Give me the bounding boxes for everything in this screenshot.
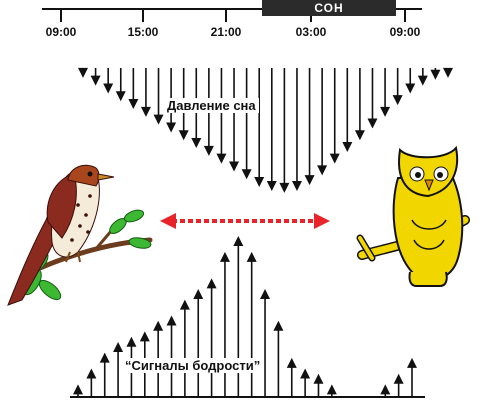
red-double-arrow-icon	[160, 213, 330, 229]
tick-label: 21:00	[210, 25, 242, 39]
wake-signal-arrow	[99, 352, 110, 397]
wake-signal-arrow	[326, 384, 337, 397]
sleep-pressure-arrow	[329, 68, 340, 164]
wake-signal-arrow	[300, 368, 311, 397]
wake-signal-arrow	[193, 289, 204, 397]
sleep-pressure-arrow	[266, 68, 277, 191]
thrush-bird-icon	[7, 164, 153, 306]
tick-label: 03:00	[295, 25, 327, 39]
wake-signal-arrow	[286, 357, 297, 397]
tick-label: 09:00	[389, 25, 421, 39]
sleep-pressure-arrow	[166, 68, 177, 133]
sleep-pressure-arrows	[78, 67, 453, 193]
sleep-pressure-arrow	[140, 68, 151, 117]
sleep-pressure-arrow	[380, 68, 391, 117]
sleep-pressure-arrow	[216, 68, 227, 164]
wake-signal-arrow	[113, 342, 124, 397]
sleep-pressure-arrow	[78, 67, 88, 78]
sleep-pressure-arrow	[317, 68, 328, 176]
sleep-pressure-arrow	[90, 68, 101, 86]
sleep-pressure-arrow	[254, 68, 265, 188]
sleep-pressure-arrow	[128, 68, 139, 110]
sleep-pressure-arrow	[115, 68, 126, 102]
sleep-pressure-arrow	[354, 68, 365, 141]
sleep-period-bar: СОН	[262, 0, 396, 16]
sleep-pressure-arrow	[241, 68, 252, 180]
sleep-pressure-arrow	[342, 68, 353, 152]
wake-signal-arrow	[246, 251, 257, 397]
wake-signal-arrow	[206, 278, 217, 397]
sleep-pressure-arrow	[367, 68, 378, 129]
wake-signal-arrow	[393, 373, 404, 397]
wake-signal-arrow	[273, 320, 284, 397]
wake-signal-arrow	[407, 357, 417, 397]
wake-signal-arrow	[166, 315, 177, 397]
tick-label: 09:00	[45, 25, 77, 39]
owl-bird-icon	[356, 145, 470, 287]
sleep-pressure-arrow	[304, 68, 315, 186]
sleep-pressure-arrow	[392, 68, 403, 106]
wake-signal-arrow	[219, 251, 230, 397]
sleep-pressure-arrow	[229, 68, 240, 172]
wake-signal-arrow	[86, 368, 97, 397]
wake-signal-arrow	[260, 289, 271, 397]
wake-signal-arrow	[73, 384, 83, 397]
sleep-pressure-arrow	[103, 68, 114, 94]
wake-signal-arrow	[313, 373, 324, 397]
sleep-pressure-arrow	[443, 67, 453, 78]
sleep-pressure-arrow	[430, 68, 441, 80]
sleep-pressure-arrow	[279, 68, 290, 193]
sleep-pressure-arrow	[153, 68, 164, 125]
sleep-pressure-arrow	[405, 68, 416, 94]
sleep-pressure-arrow	[291, 68, 302, 191]
sleep-pressure-arrow	[417, 68, 428, 86]
tick-label: 15:00	[127, 25, 159, 39]
wake-signal-arrow	[380, 384, 391, 397]
wake-signals-label: “Сигналы бодрости”	[122, 358, 264, 373]
sleep-pressure-label: Давление сна	[164, 98, 259, 113]
wake-signal-arrow	[179, 299, 190, 397]
